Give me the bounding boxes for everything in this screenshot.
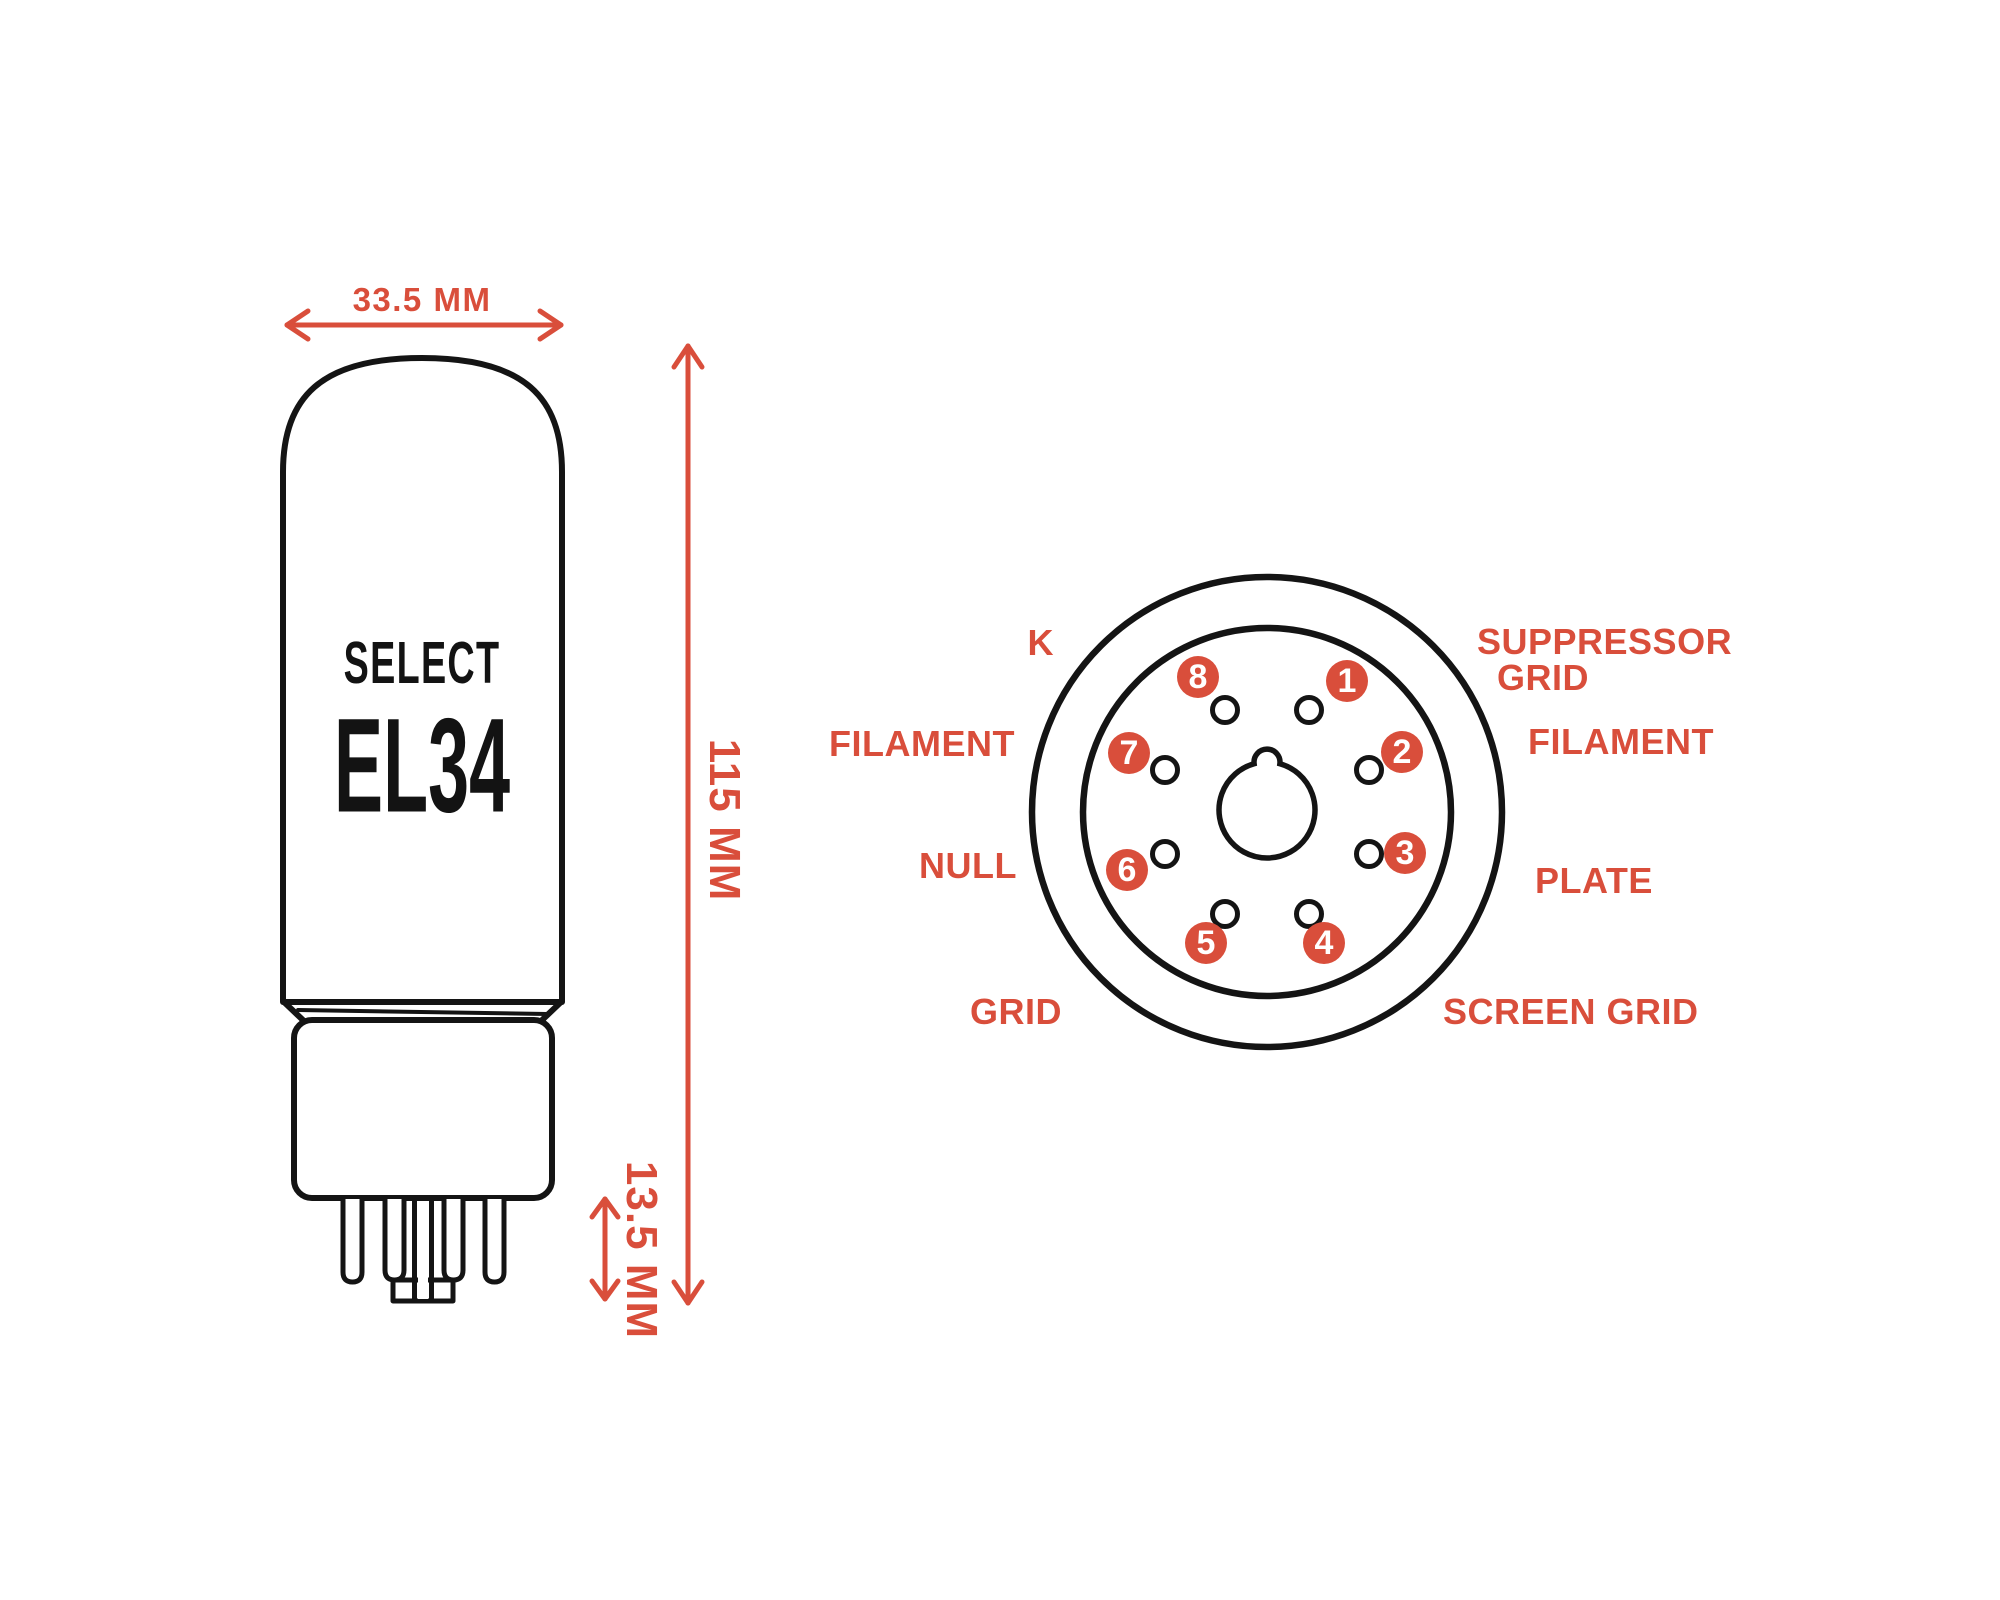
tube-spigot-post	[412, 1196, 434, 1302]
height-dimension-arrow	[671, 343, 705, 1306]
pin-1-function-label-line1: SUPPRESSOR	[1477, 621, 1733, 662]
pin-4-badge: 4	[1303, 922, 1345, 964]
pin-8-badge: 8	[1177, 656, 1219, 698]
tube-skirt-left-edge	[282, 1000, 308, 1025]
pin-2-badge: 2	[1381, 731, 1423, 773]
tube-side-view	[280, 355, 565, 1304]
bulb-diameter-dimension-text: 33.5 MM	[352, 281, 492, 318]
tube-pin	[382, 1196, 407, 1283]
tube-pin	[482, 1196, 507, 1285]
tube-model-text: EL34	[333, 691, 511, 841]
arrowhead-down-icon	[671, 1279, 705, 1306]
pin-3-function-label: PLATE	[1535, 860, 1653, 901]
pin-hole	[1294, 695, 1324, 725]
tube-base	[291, 1017, 555, 1201]
pin-2-function-label: FILAMENT	[1528, 721, 1714, 762]
tube-pin	[441, 1196, 466, 1283]
pin-5-badge: 5	[1185, 922, 1227, 964]
tube-spigot-cover	[418, 1275, 428, 1299]
pin-3-badge: 3	[1384, 832, 1426, 874]
pinout-pin-holes	[1150, 695, 1384, 929]
pin-hole	[1150, 839, 1180, 869]
pin-6-function-label: NULL	[919, 845, 1017, 886]
tube-skirt-seam-line	[296, 1008, 549, 1016]
arrowhead-left-icon	[284, 308, 311, 342]
arrowhead-right-icon	[537, 308, 564, 342]
pin-length-dimension-text: 13.5 MM	[617, 1160, 666, 1340]
arrowhead-up-icon	[589, 1196, 621, 1220]
pin-hole	[1210, 695, 1240, 725]
tube-skirt-right-edge	[537, 1000, 563, 1025]
pin-length-dimension-arrow	[589, 1196, 621, 1302]
pin-7-badge: 7	[1108, 732, 1150, 774]
pin-hole	[1150, 755, 1180, 785]
overall-height-dimension-text: 115 MM	[700, 738, 749, 902]
tube-glass-outline	[280, 355, 565, 1005]
pin-hole	[1210, 899, 1240, 929]
pin-7-function-label: FILAMENT	[829, 723, 1015, 764]
tube-pins	[340, 1196, 507, 1304]
pin-hole	[1354, 755, 1384, 785]
tube-brand-text: SELECT	[343, 630, 501, 696]
pinout-keyhole	[1216, 746, 1318, 861]
pin-1-badge: 1	[1326, 660, 1368, 702]
pin-1-function-label-line2: GRID	[1497, 657, 1589, 698]
pin-6-badge: 6	[1106, 849, 1148, 891]
width-dimension-arrow	[284, 308, 564, 342]
arrowhead-up-icon	[671, 343, 705, 370]
tube-pin	[340, 1196, 365, 1285]
pin-8-function-label: K	[1027, 622, 1054, 663]
pin-5-function-label: GRID	[970, 991, 1062, 1032]
arrowhead-down-icon	[589, 1278, 621, 1302]
pin-4-function-label: SCREEN GRID	[1443, 991, 1699, 1032]
pin-hole	[1354, 839, 1384, 869]
pinout-base-view	[1028, 573, 1506, 1051]
